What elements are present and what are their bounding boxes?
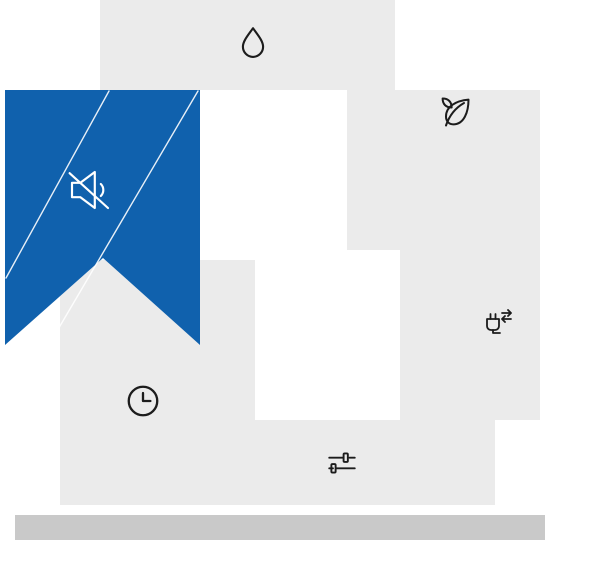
- placeholder-panel-top: [100, 0, 395, 90]
- bottom-bar: [15, 515, 545, 540]
- water-drop-icon[interactable]: [236, 25, 270, 59]
- options-sliders-icon[interactable]: [325, 446, 359, 480]
- clock-icon[interactable]: [124, 382, 162, 420]
- ribbon-shape: [5, 90, 200, 345]
- placeholder-panel-right-lower: [400, 90, 540, 420]
- leaf-icon[interactable]: [437, 94, 473, 130]
- speaker-mute-icon[interactable]: [68, 170, 110, 210]
- plug-sync-icon[interactable]: [479, 304, 515, 340]
- ribbon-fold-line: [49, 90, 199, 344]
- ribbon-fold-line: [5, 90, 110, 279]
- mute-ribbon-banner: [5, 90, 200, 345]
